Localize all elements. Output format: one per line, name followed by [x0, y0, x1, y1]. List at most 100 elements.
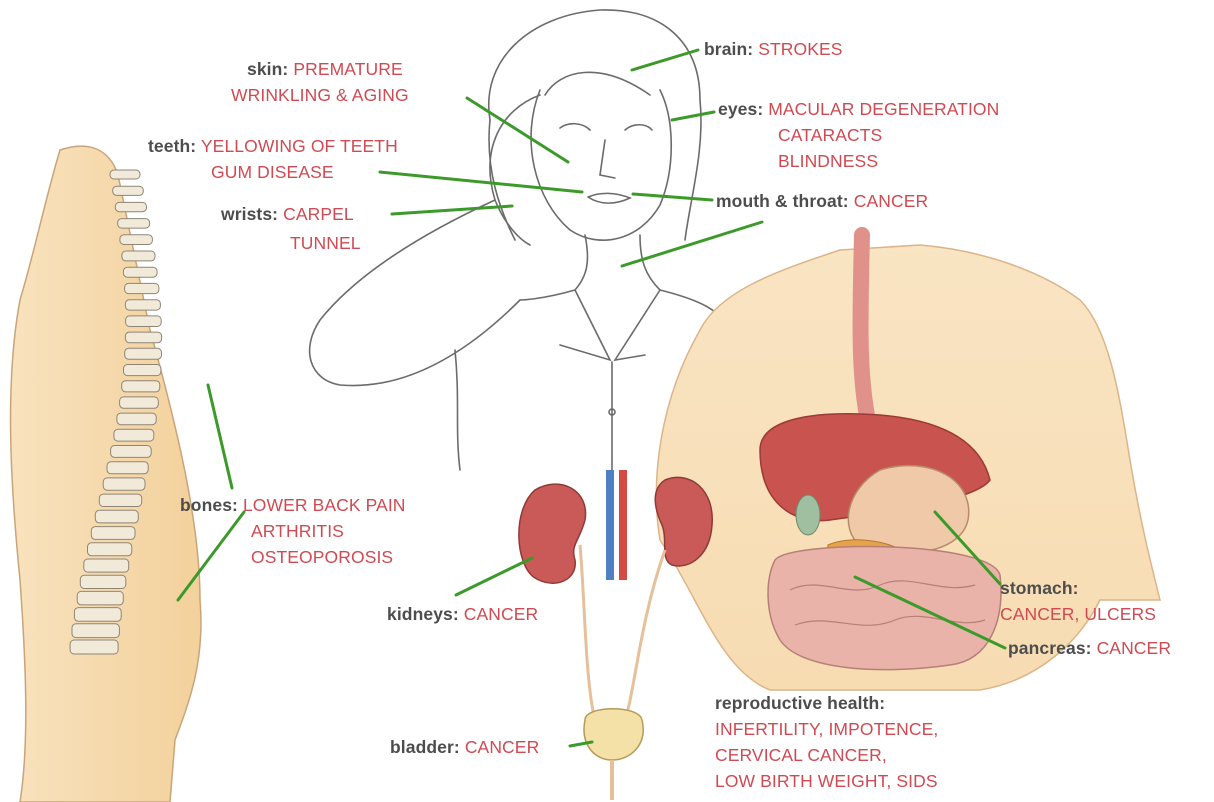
- vertebra: [118, 219, 150, 229]
- eye-right: [625, 125, 652, 130]
- eye-left: [560, 124, 590, 130]
- label-bladder: bladder: CANCER: [390, 736, 539, 758]
- leader-kidneys: [456, 558, 532, 595]
- vertebra: [107, 462, 148, 474]
- organ-mouth-throat: mouth & throat:: [716, 191, 849, 211]
- vertebra: [70, 640, 118, 654]
- vertebra: [91, 527, 135, 540]
- collar: [560, 290, 660, 360]
- vertebra: [110, 170, 140, 179]
- leader-throat: [622, 222, 762, 266]
- condition-cataracts: CATARACTS: [778, 124, 882, 146]
- label-teeth: teeth: YELLOWING OF TEETH: [148, 135, 398, 157]
- condition-infertility-impotence: INFERTILITY, IMPOTENCE,: [715, 718, 938, 740]
- bladder: [584, 709, 643, 760]
- condition-mouth-cancer: CANCER: [854, 191, 929, 211]
- vertebra: [88, 543, 132, 556]
- bangs: [545, 72, 650, 95]
- side-body-silhouette: [11, 146, 201, 802]
- leader-eyes: [672, 112, 714, 120]
- label-pancreas: pancreas: CANCER: [1008, 637, 1171, 659]
- condition-osteoporosis: OSTEOPOROSIS: [251, 546, 393, 568]
- side-body-figure: [11, 146, 201, 802]
- organ-eyes: eyes:: [718, 99, 763, 119]
- vertebra: [74, 608, 121, 622]
- leader-wrists: [392, 206, 512, 214]
- condition-pancreas-cancer: CANCER: [1097, 638, 1172, 658]
- vertebra: [99, 494, 141, 506]
- vertebra: [126, 316, 162, 327]
- label-mouth-throat: mouth & throat: CANCER: [716, 190, 928, 212]
- vertebra: [77, 591, 123, 605]
- organ-bladder: bladder:: [390, 737, 460, 757]
- vertebra: [80, 575, 126, 588]
- organ-skin: skin:: [247, 59, 288, 79]
- condition-wrinkling-aging: WRINKLING & AGING: [231, 84, 409, 106]
- condition-cervical-cancer: CERVICAL CANCER,: [715, 744, 887, 766]
- leader-teeth: [380, 172, 582, 192]
- vertebra: [113, 186, 144, 195]
- vertebra: [125, 348, 162, 359]
- vertebra: [122, 251, 155, 261]
- vertebra: [103, 478, 145, 490]
- kidney-left: [519, 484, 586, 583]
- hair-left: [489, 120, 515, 240]
- nose: [600, 140, 615, 178]
- organ-teeth: teeth:: [148, 136, 196, 156]
- organ-brain: brain:: [704, 39, 753, 59]
- condition-kidney-cancer: CANCER: [464, 604, 539, 624]
- label-brain: brain: STROKES: [704, 38, 843, 60]
- condition-carpel: CARPEL: [283, 204, 354, 224]
- label-kidneys: kidneys: CANCER: [387, 603, 538, 625]
- raised-forearm: [310, 200, 520, 386]
- vertebra: [120, 397, 159, 408]
- condition-arthritis: ARTHRITIS: [251, 520, 344, 542]
- leader-mouth: [633, 194, 712, 200]
- vertebra: [125, 332, 161, 343]
- organ-wrists: wrists:: [221, 204, 278, 224]
- vertebra: [123, 267, 157, 277]
- vertebra: [114, 429, 154, 441]
- vertebra: [115, 202, 146, 211]
- vertebra: [111, 446, 152, 458]
- label-bones: bones: LOWER BACK PAIN: [180, 494, 406, 516]
- intestines: [768, 546, 1001, 669]
- condition-tunnel: TUNNEL: [290, 232, 361, 254]
- label-skin: skin: PREMATURE: [247, 58, 403, 80]
- vertebra: [95, 510, 138, 523]
- organ-pancreas: pancreas:: [1008, 638, 1092, 658]
- vertebra: [117, 413, 156, 425]
- shoulders: [520, 290, 730, 330]
- condition-macular-degeneration: MACULAR DEGENERATION: [768, 99, 999, 119]
- condition-yellowing-of-teeth: YELLOWING OF TEETH: [201, 136, 398, 156]
- organ-kidneys: kidneys:: [387, 604, 459, 624]
- gallbladder: [796, 495, 820, 535]
- condition-premature: PREMATURE: [293, 59, 402, 79]
- condition-bladder-cancer: CANCER: [465, 737, 540, 757]
- vertebra: [122, 381, 160, 392]
- vertebra: [84, 559, 129, 572]
- label-wrists: wrists: CARPEL: [221, 203, 354, 225]
- condition-low-birth-weight-sids: LOW BIRTH WEIGHT, SIDS: [715, 770, 938, 792]
- leader-brain: [632, 50, 698, 70]
- vertebra: [125, 300, 160, 310]
- vertebra: [120, 235, 152, 245]
- vertebra: [125, 283, 159, 293]
- condition-cancer-ulcers: CANCER, ULCERS: [1000, 603, 1156, 625]
- condition-blindness: BLINDNESS: [778, 150, 878, 172]
- lips: [588, 193, 630, 203]
- organ-stomach: stomach:: [1000, 577, 1079, 599]
- neck: [575, 235, 660, 290]
- vertebra: [124, 365, 161, 376]
- leader-bones: [208, 385, 232, 488]
- vertebra: [72, 624, 119, 638]
- hair-outline: [489, 10, 701, 240]
- organ-reproductive-health: reproductive health:: [715, 692, 885, 714]
- condition-gum-disease: GUM DISEASE: [211, 161, 334, 183]
- label-eyes: eyes: MACULAR DEGENERATION: [718, 98, 999, 120]
- urinary-system: [519, 470, 712, 800]
- condition-strokes: STROKES: [758, 39, 842, 59]
- organ-bones: bones:: [180, 495, 238, 515]
- condition-lower-back-pain: LOWER BACK PAIN: [243, 495, 406, 515]
